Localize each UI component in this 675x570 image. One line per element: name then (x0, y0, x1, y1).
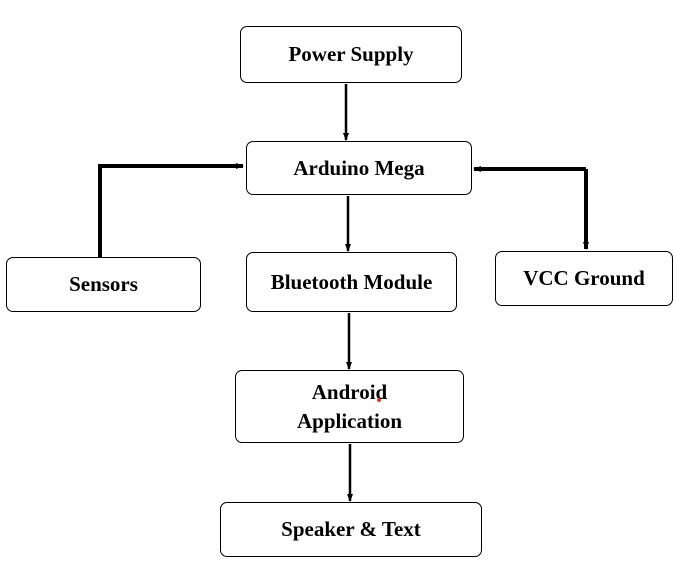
android-application-label: Android Application (297, 378, 402, 436)
bluetooth-module-label: Bluetooth Module (270, 269, 433, 294)
power-supply-label: Power Supply (288, 42, 414, 66)
arduino-mega-label: Arduino Mega (293, 155, 425, 180)
speaker-text-label: Speaker & Text (281, 517, 421, 541)
arduino-mega-box: Arduino Mega (246, 141, 472, 195)
android-label-line-2: Application (296, 408, 403, 433)
sensors-box: Sensors (6, 257, 201, 312)
sensors-label: Sensors (69, 272, 138, 296)
arrow-sensors-to-arduino (98, 163, 244, 257)
vcc-ground-box: VCC Ground (495, 251, 673, 306)
speaker-text-box: Speaker & Text (220, 502, 482, 557)
vcc-ground-label: VCC Ground (523, 266, 645, 290)
bluetooth-module-box: Bluetooth Module (246, 252, 457, 312)
android-label-line-1: Android (311, 379, 388, 404)
power-supply-box: Power Supply (240, 26, 462, 83)
annotation-dot (377, 398, 381, 402)
android-application-box: Android Application (235, 370, 464, 443)
